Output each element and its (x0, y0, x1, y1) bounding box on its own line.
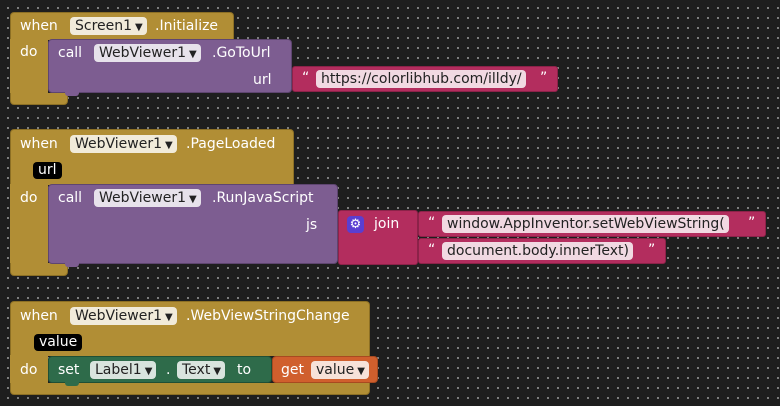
component-name: WebViewer1 (75, 308, 163, 324)
component-dropdown-label1[interactable]: Label1▼ (90, 361, 157, 379)
text-value[interactable]: window.AppInventor.setWebViewString( (442, 215, 729, 233)
quote-close-icon: ” (748, 215, 756, 231)
chevron-down-icon: ▼ (189, 49, 197, 60)
event-block-screen1-initialize[interactable]: when Screen1▼ .Initialize do call WebVie… (0, 0, 780, 110)
chevron-down-icon: ▼ (213, 366, 222, 377)
chevron-down-icon: ▼ (135, 22, 143, 33)
get-keyword: get (281, 362, 304, 378)
component-name: WebViewer1 (75, 136, 163, 152)
method-name: .RunJavaScript (212, 190, 314, 206)
chevron-down-icon: ▼ (144, 366, 153, 377)
method-name: .GoToUrl (212, 45, 271, 61)
arg-label-url: url (253, 72, 272, 88)
component-dropdown-webviewer1[interactable]: WebViewer1▼ (94, 44, 201, 62)
call-keyword: call (58, 190, 83, 206)
event-param-value[interactable]: value (34, 334, 83, 351)
component-name: WebViewer1 (99, 45, 187, 61)
event-block-webviewer1-pageloaded[interactable]: when WebViewer1▼ .PageLoaded url do call… (0, 0, 780, 290)
set-keyword: set (58, 362, 80, 378)
when-keyword: when (20, 308, 58, 324)
text-value[interactable]: https://colorlibhub.com/illdy/ (316, 70, 526, 88)
setter-block-label1-text[interactable] (48, 356, 272, 386)
component-dropdown-screen1[interactable]: Screen1▼ (70, 17, 147, 35)
quote-close-icon: ” (540, 70, 548, 86)
chevron-down-icon: ▼ (357, 366, 365, 377)
variable-dropdown-value[interactable]: value▼ (311, 361, 369, 379)
to-keyword: to (237, 362, 252, 378)
quote-open-icon: “ (428, 242, 436, 258)
chevron-down-icon: ▼ (165, 140, 173, 151)
text-value[interactable]: document.body.innerText) (442, 242, 633, 260)
property-dropdown-text[interactable]: Text▼ (177, 361, 226, 379)
property-name: Text (182, 362, 211, 378)
join-label: join (374, 216, 400, 232)
chevron-down-icon: ▼ (189, 194, 197, 205)
component-dropdown-webviewer1[interactable]: WebViewer1▼ (94, 189, 201, 207)
component-name: Label1 (95, 362, 142, 378)
quote-open-icon: “ (428, 215, 436, 231)
do-keyword: do (20, 44, 38, 60)
component-name: Screen1 (75, 18, 133, 34)
call-keyword: call (58, 45, 83, 61)
do-keyword: do (20, 362, 38, 378)
event-param-url[interactable]: url (33, 162, 62, 179)
do-keyword: do (20, 190, 38, 206)
event-name: .PageLoaded (186, 136, 276, 152)
quote-close-icon: ” (648, 242, 656, 258)
event-name: .WebViewStringChange (186, 308, 350, 324)
chevron-down-icon: ▼ (165, 312, 173, 323)
arg-label-js: js (306, 217, 318, 233)
component-dropdown-webviewer1[interactable]: WebViewer1▼ (70, 135, 177, 153)
gear-icon[interactable]: ⚙ (347, 216, 364, 233)
component-name: WebViewer1 (99, 190, 187, 206)
when-keyword: when (20, 136, 58, 152)
event-name: .Initialize (155, 18, 219, 34)
dot-separator: . (166, 362, 171, 378)
when-keyword: when (20, 18, 58, 34)
component-dropdown-webviewer1[interactable]: WebViewer1▼ (70, 307, 177, 325)
variable-name: value (316, 362, 355, 378)
quote-open-icon: “ (302, 70, 310, 86)
